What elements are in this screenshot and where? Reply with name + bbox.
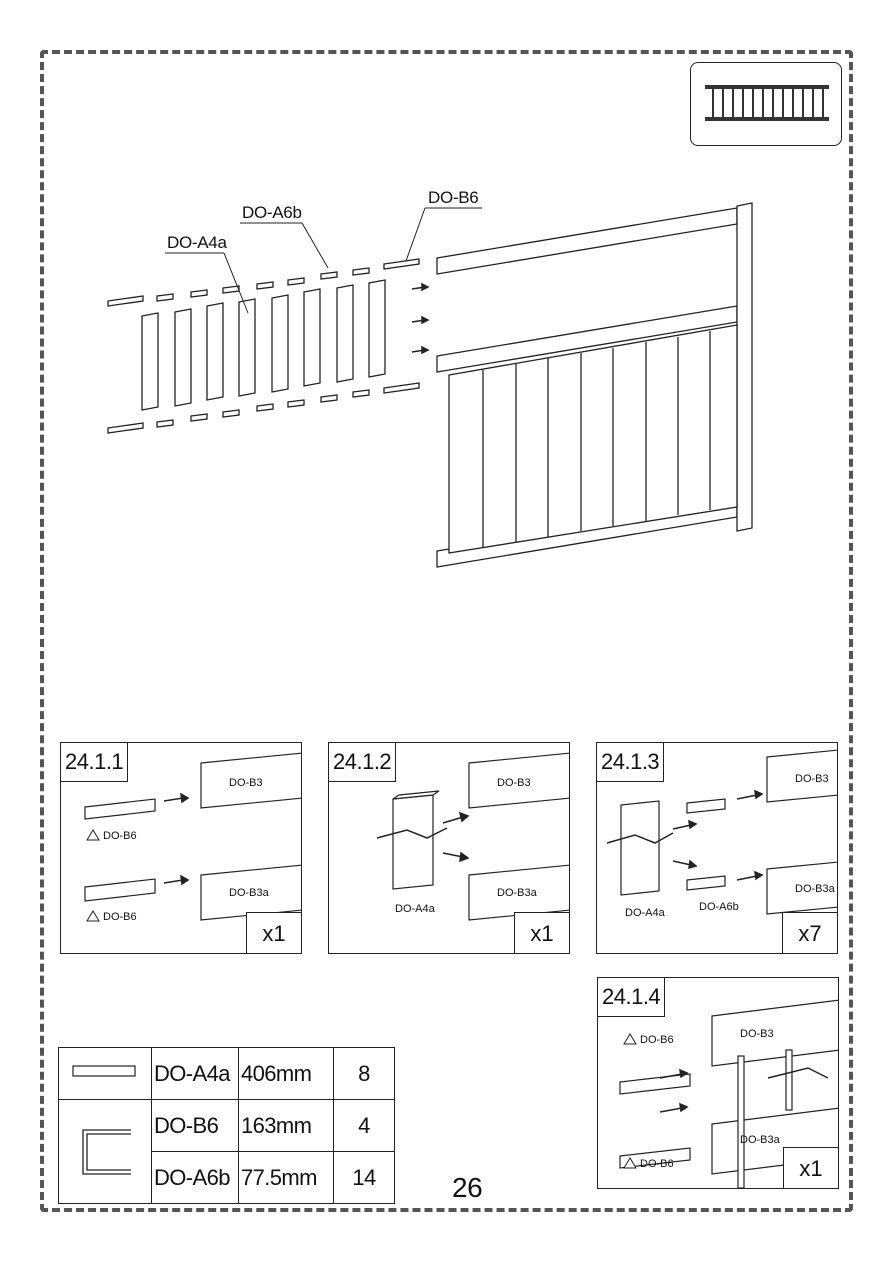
board-part-icon	[58, 1047, 152, 1100]
part-count: 14	[333, 1151, 395, 1204]
label-do-a6b: DO-A6b	[242, 203, 302, 222]
label-do-a4a: DO-A4a	[167, 233, 227, 252]
part-code: DO-A6b	[151, 1151, 239, 1204]
part-code: DO-A4a	[151, 1047, 239, 1100]
table-row: DO-B6 163mm 4	[58, 1099, 395, 1204]
label-do-b3: DO-B3	[229, 777, 263, 789]
step-number: 24.1.4	[598, 978, 666, 1017]
label-do-b6-warning: DO-B6	[640, 1034, 674, 1046]
step-panel-24-1-4: 24.1.4 DO-B3 DO-B3a DO-B6 DO-B6 x1	[597, 977, 839, 1189]
step-quantity: x7	[782, 912, 837, 953]
step-panel-24-1-2: 24.1.2 DO-B3 DO-B3a DO-A4a x1	[328, 742, 570, 954]
label-do-b3: DO-B3	[740, 1028, 774, 1040]
top-spacer-row	[107, 258, 420, 307]
label-do-b3a: DO-B3a	[497, 887, 537, 899]
step-panel-24-1-1: 24.1.1 DO-B3 DO-B3a DO-B6 DO-B6 x1	[60, 742, 302, 954]
label-do-b3a: DO-B3a	[740, 1134, 780, 1146]
part-length: 406mm	[238, 1047, 334, 1100]
label-do-b6-warning: DO-B6	[103, 911, 137, 923]
fence-thumbnail-icon	[705, 85, 829, 121]
step-number: 24.1.2	[329, 743, 397, 782]
parts-list-table: DO-A4a 406mm 8 DO-B6 163mm 4 DO-A6b 77.5…	[58, 1047, 395, 1204]
section-thumbnail	[690, 62, 842, 146]
label-do-a4a: DO-A4a	[395, 903, 435, 915]
part-code: DO-B6	[151, 1099, 239, 1152]
board-row	[141, 279, 386, 411]
dashed-page-border	[40, 50, 853, 1212]
part-length: 77.5mm	[238, 1151, 334, 1204]
label-do-a6b: DO-A6b	[699, 901, 739, 913]
step-quantity: x1	[783, 1147, 838, 1188]
label-do-b6: DO-B6	[428, 188, 479, 207]
insert-arrows	[411, 282, 430, 355]
label-do-b6-warning: DO-B6	[103, 830, 137, 842]
table-row: DO-A4a 406mm 8	[58, 1047, 395, 1100]
label-leaders	[165, 207, 482, 314]
step-24-1-1-drawing	[84, 752, 301, 922]
part-count: 4	[333, 1099, 395, 1152]
part-count: 8	[333, 1047, 395, 1100]
step-panel-24-1-3: 24.1.3 DO-B3 DO-B3a DO-A4a DO-A6b x7	[596, 742, 838, 954]
step-24-1-2-drawing	[376, 752, 569, 921]
page-number: 26	[452, 1172, 483, 1203]
fence-panel	[436, 202, 753, 568]
step-24-1-3-drawing	[606, 749, 837, 915]
step-quantity: x1	[246, 912, 301, 953]
table-row: DO-A6b 77.5mm 14	[59, 1151, 395, 1204]
label-do-b3a: DO-B3a	[229, 887, 269, 899]
exploded-assembly-diagram	[107, 202, 753, 568]
label-do-b3a: DO-B3a	[795, 883, 835, 895]
label-do-b3: DO-B3	[497, 777, 531, 789]
label-do-b6-warning: DO-B6	[640, 1158, 674, 1170]
label-do-b3: DO-B3	[795, 773, 829, 785]
step-number: 24.1.3	[597, 743, 665, 782]
bottom-spacer-row	[107, 382, 420, 434]
part-length: 163mm	[238, 1099, 334, 1152]
channel-part-icon	[58, 1099, 152, 1204]
label-do-a4a: DO-A4a	[625, 907, 665, 919]
step-number: 24.1.1	[61, 743, 129, 782]
step-quantity: x1	[514, 912, 569, 953]
